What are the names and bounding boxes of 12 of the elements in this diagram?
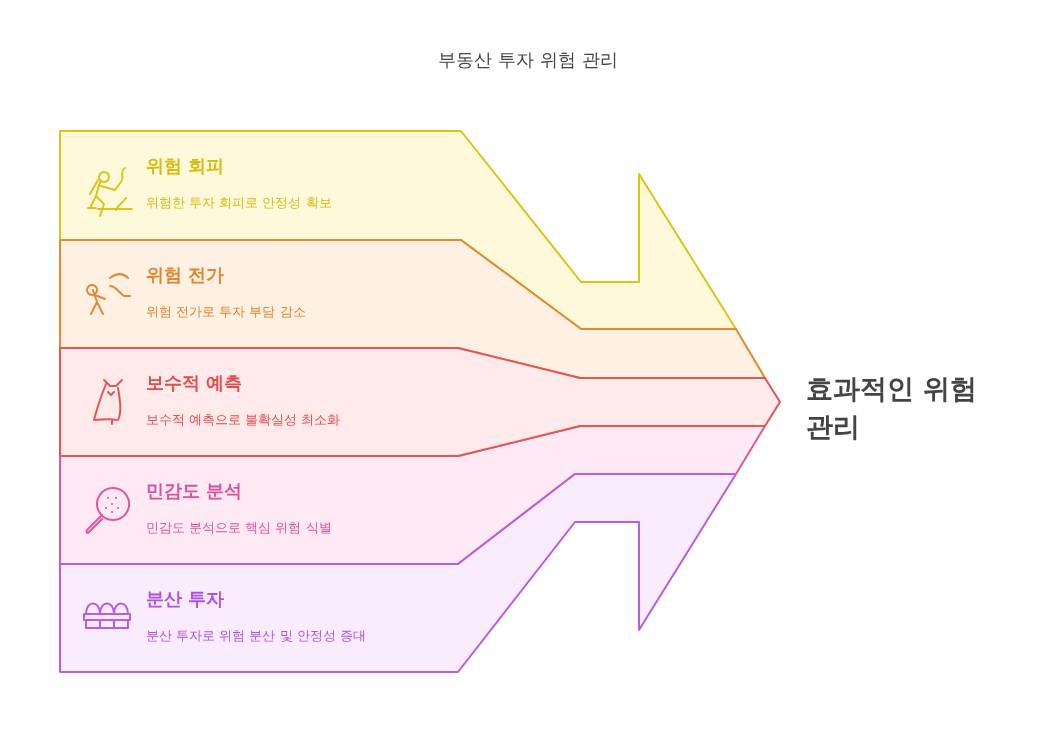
title: 부동산 투자 위험 관리 — [437, 48, 619, 72]
step-heading: 위험 전가 — [146, 263, 225, 287]
step-description: 민감도 분석으로 핵심 위험 식별 — [146, 519, 332, 537]
step-description: 위험한 투자 회피로 안정성 확보 — [146, 194, 332, 212]
step-heading: 보수적 예측 — [146, 371, 243, 395]
step-description: 보수적 예측으로 불확실성 최소화 — [146, 411, 341, 429]
step-heading: 분산 투자 — [146, 587, 225, 611]
step-description: 위험 전가로 투자 부담 감소 — [146, 303, 306, 321]
goal-label: 효과적인 위험 관리 — [806, 372, 979, 444]
step-description: 분산 투자로 위험 분산 및 안정성 증대 — [146, 627, 366, 645]
step-heading: 민감도 분석 — [146, 479, 243, 503]
step-heading: 위험 회피 — [146, 154, 225, 178]
